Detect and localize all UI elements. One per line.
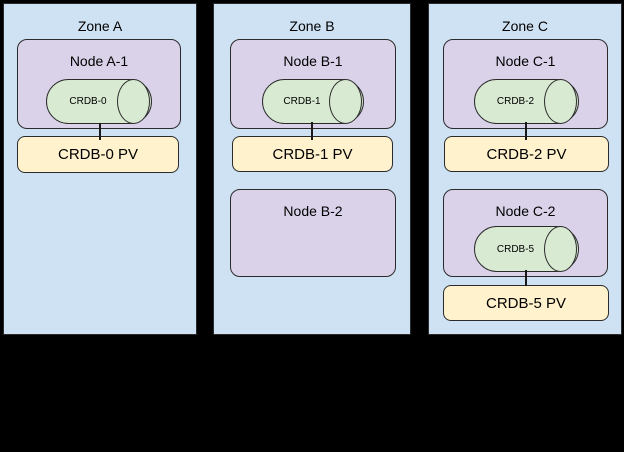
crdb-0-cylinder: CRDB-0 — [46, 79, 152, 124]
connector-crdb-2-to-pv — [525, 122, 527, 140]
crdb-2-pv: CRDB-2 PV — [444, 136, 609, 172]
crdb-1-pv: CRDB-1 PV — [232, 136, 393, 172]
crdb-1-pv-label: CRDB-1 PV — [272, 145, 353, 163]
node-c-2: Node C-2 CRDB-5 — [443, 189, 608, 277]
connector-crdb-0-to-pv — [99, 123, 101, 140]
node-a-1: Node A-1 CRDB-0 — [17, 39, 181, 129]
node-c-2-title: Node C-2 — [495, 203, 556, 219]
zone-a-title: Zone A — [77, 18, 123, 34]
node-a-1-title: Node A-1 — [69, 53, 129, 69]
connector-crdb-5-to-pv — [525, 270, 527, 286]
crdb-0-label: CRDB-0 — [69, 96, 107, 107]
crdb-2-pv-label: CRDB-2 PV — [486, 145, 567, 163]
crdb-5-cylinder: CRDB-5 — [474, 226, 579, 272]
node-b-2-title: Node B-2 — [283, 203, 343, 219]
connector-crdb-1-to-pv — [311, 122, 313, 140]
node-b-1: Node B-1 CRDB-1 — [230, 39, 396, 129]
crdb-2-cylinder: CRDB-2 — [474, 79, 579, 124]
cylinder-cap-icon — [544, 79, 577, 124]
crdb-5-pv: CRDB-5 PV — [443, 285, 609, 321]
crdb-5-label: CRDB-5 — [496, 243, 535, 255]
crdb-5-pv-label: CRDB-5 PV — [485, 294, 567, 312]
node-b-2: Node B-2 — [230, 189, 396, 277]
cylinder-cap-icon — [329, 79, 362, 124]
cylinder-cap-icon — [117, 79, 150, 124]
node-c-1: Node C-1 CRDB-2 — [443, 39, 608, 129]
crdb-1-cylinder: CRDB-1 — [262, 79, 364, 124]
zone-b-title: Zone B — [289, 18, 335, 34]
zone-b: Zone B Node B-1 CRDB-1 CRDB-1 PV Node B-… — [213, 3, 411, 335]
zone-a: Zone A Node A-1 CRDB-0 CRDB-0 PV — [3, 3, 197, 335]
node-c-1-title: Node C-1 — [495, 53, 556, 69]
cylinder-cap-icon — [544, 226, 577, 272]
node-b-1-title: Node B-1 — [283, 53, 343, 69]
zone-c-title: Zone C — [502, 18, 548, 34]
crdb-1-label: CRDB-1 — [283, 96, 321, 107]
crdb-2-label: CRDB-2 — [496, 96, 535, 107]
zone-c: Zone C Node C-1 CRDB-2 CRDB-2 PV Node C-… — [428, 3, 622, 335]
crdb-0-pv: CRDB-0 PV — [17, 136, 179, 173]
crdb-0-pv-label: CRDB-0 PV — [57, 146, 139, 163]
